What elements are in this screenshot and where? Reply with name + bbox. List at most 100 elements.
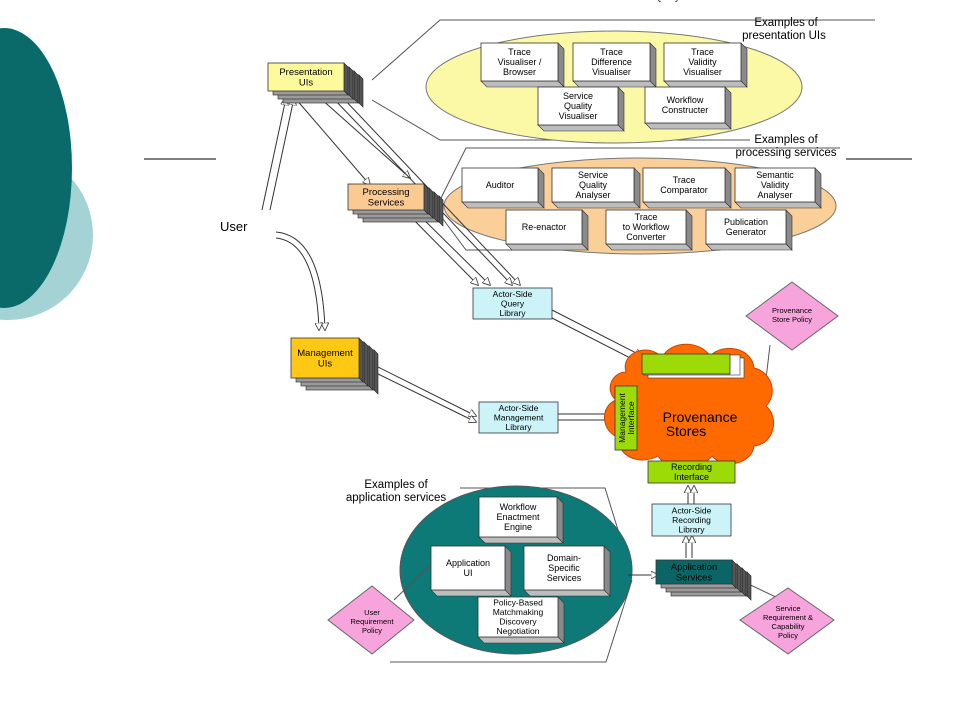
svg-text:Engine: Engine bbox=[504, 522, 532, 532]
svg-text:Visualiser: Visualiser bbox=[559, 111, 598, 121]
svg-text:Recording: Recording bbox=[672, 515, 711, 525]
callout-presentation bbox=[371, 19, 875, 81]
svg-text:Validity: Validity bbox=[761, 180, 790, 190]
svg-text:Policy-Based: Policy-Based bbox=[493, 598, 543, 608]
svg-text:Services: Services bbox=[676, 573, 713, 584]
svg-text:presentation UIs: presentation UIs bbox=[742, 30, 826, 42]
svg-text:UIs: UIs bbox=[299, 78, 314, 89]
svg-text:Specific: Specific bbox=[548, 563, 580, 573]
svg-text:Application: Application bbox=[446, 558, 490, 568]
svg-text:to Workflow: to Workflow bbox=[623, 222, 670, 232]
svg-text:Policy: Policy bbox=[362, 626, 382, 635]
arrow-user-to-presentation bbox=[261, 98, 286, 211]
svg-text:Analyser: Analyser bbox=[757, 190, 792, 200]
arrow-presentation-to-processing bbox=[294, 97, 370, 185]
svg-text:Examples of: Examples of bbox=[754, 17, 818, 29]
svg-text:Quality: Quality bbox=[564, 101, 593, 111]
svg-text:Actor-Side: Actor-Side bbox=[493, 289, 533, 299]
svg-text:Discovery: Discovery bbox=[499, 617, 537, 627]
arrow-query-lib-to-query-interface bbox=[551, 309, 642, 356]
svg-text:processing services: processing services bbox=[736, 147, 837, 159]
svg-text:Actor-Side: Actor-Side bbox=[672, 505, 712, 515]
svg-text:Store Policy: Store Policy bbox=[772, 315, 812, 324]
svg-text:Services: Services bbox=[547, 573, 582, 583]
example-re-enactor: Re-enactor bbox=[505, 209, 589, 251]
line-user-policy bbox=[393, 559, 436, 601]
svg-text:Quality: Quality bbox=[579, 180, 608, 190]
svg-text:Publication: Publication bbox=[724, 217, 768, 227]
callout-processing bbox=[439, 147, 840, 201]
svg-text:Capability: Capability bbox=[772, 622, 805, 631]
arrow-user-to-management bbox=[275, 231, 325, 330]
svg-text:Processing: Processing bbox=[363, 187, 410, 198]
svg-text:Library: Library bbox=[506, 422, 533, 432]
svg-text:Semantic: Semantic bbox=[756, 170, 794, 180]
slide-decor-dark-circle bbox=[0, 28, 72, 308]
svg-text:application services: application services bbox=[346, 492, 447, 504]
svg-text:Stores: Stores bbox=[666, 423, 706, 439]
svg-text:Visualiser: Visualiser bbox=[683, 67, 722, 77]
svg-text:Trace: Trace bbox=[508, 47, 531, 57]
provenance-store-policy-diamond: Provenance Store Policy bbox=[745, 281, 839, 351]
svg-text:Services: Services bbox=[368, 198, 405, 209]
svg-text:Service: Service bbox=[578, 170, 608, 180]
svg-text:UI: UI bbox=[464, 568, 473, 578]
svg-text:Examples of: Examples of bbox=[754, 134, 818, 146]
svg-text:Interface: Interface bbox=[674, 472, 709, 482]
svg-text:Enactment: Enactment bbox=[496, 512, 540, 522]
svg-text:Matchmaking: Matchmaking bbox=[493, 607, 544, 617]
svg-text:Auditor: Auditor bbox=[486, 180, 515, 190]
svg-text:Trace: Trace bbox=[635, 212, 658, 222]
svg-text:Query: Query bbox=[501, 298, 525, 308]
svg-text:Workflow: Workflow bbox=[500, 502, 537, 512]
svg-text:Trace: Trace bbox=[691, 47, 714, 57]
svg-text:Generator: Generator bbox=[726, 227, 767, 237]
svg-text:Comparator: Comparator bbox=[660, 185, 708, 195]
svg-text:Visualiser: Visualiser bbox=[592, 67, 631, 77]
query-interface: Query Interface bbox=[641, 0, 745, 379]
heading-application: Examples of application services bbox=[346, 479, 447, 504]
svg-text:Trace: Trace bbox=[600, 47, 623, 57]
svg-text:Re-enactor: Re-enactor bbox=[522, 222, 567, 232]
svg-text:Examples of: Examples of bbox=[364, 479, 428, 491]
svg-text:Library: Library bbox=[500, 308, 527, 318]
callout-application-lower bbox=[390, 579, 633, 663]
svg-text:Application: Application bbox=[671, 562, 717, 573]
svg-text:User: User bbox=[364, 608, 380, 617]
svg-text:UIs: UIs bbox=[318, 359, 333, 370]
svg-text:Workflow: Workflow bbox=[667, 95, 704, 105]
svg-text:Negotiation: Negotiation bbox=[496, 626, 539, 636]
svg-text:Management: Management bbox=[297, 348, 353, 359]
user-requirement-policy-diamond: User Requirement Policy bbox=[327, 585, 415, 655]
svg-text:Domain-: Domain- bbox=[547, 553, 581, 563]
example-auditor: Auditor bbox=[461, 167, 545, 209]
svg-text:Library: Library bbox=[679, 524, 706, 534]
arrow-management-to-library bbox=[373, 364, 476, 416]
svg-text:Management: Management bbox=[494, 412, 544, 422]
svg-text:Presentation: Presentation bbox=[279, 67, 332, 78]
service-requirement-policy-diamond: Service Requirement & Capability Policy bbox=[739, 587, 835, 655]
svg-text:Constructer: Constructer bbox=[662, 105, 709, 115]
svg-text:Provenance: Provenance bbox=[663, 409, 738, 425]
svg-text:Query Interface: Query Interface bbox=[655, 0, 717, 2]
